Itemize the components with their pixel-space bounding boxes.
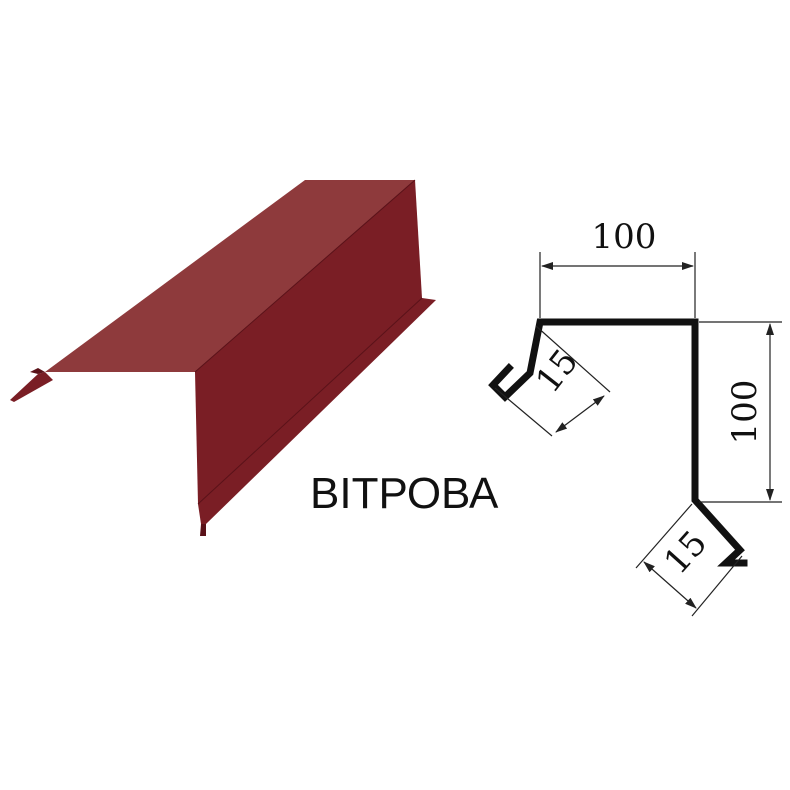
product-name: ВІТРОВА: [310, 469, 499, 518]
bottom-flange-edge: [200, 524, 206, 536]
dimension-top-width-label: 100: [592, 217, 657, 257]
flange-edge: [197, 297, 423, 505]
left-hem-top: [30, 368, 45, 374]
wind-bar-3d-illustration: [10, 179, 436, 536]
ridge-edge: [194, 179, 416, 373]
top-face: [45, 180, 415, 372]
dimension-hem-top: 15: [494, 325, 611, 437]
front-face: [195, 180, 422, 504]
dimension-side-height-label: 100: [725, 380, 765, 445]
profile-line: [488, 318, 748, 567]
left-hem: [10, 372, 53, 402]
profile-cross-section: [488, 318, 748, 567]
dimension-side-height: 100: [699, 321, 782, 503]
dimension-top-width: 100: [539, 217, 696, 318]
dimension-hem-bottom-label: 15: [656, 523, 715, 582]
bottom-flange: [198, 298, 436, 524]
